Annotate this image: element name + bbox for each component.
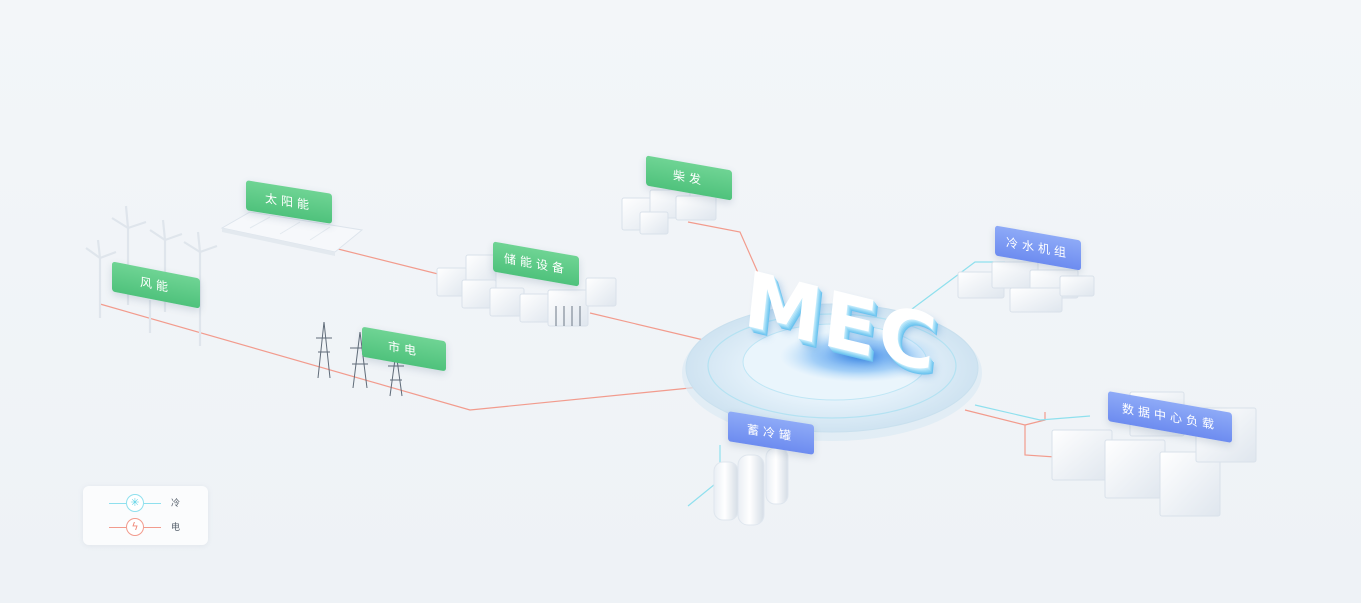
- storage-containers: [436, 254, 617, 327]
- diesel-generators: [621, 189, 717, 235]
- line-diesel-to-mec: [687, 221, 771, 301]
- mec-platform: [682, 303, 982, 441]
- legend: ✳ 冷 ϟ 电: [83, 486, 208, 545]
- lightning-icon: ϟ: [126, 518, 144, 536]
- line-wind-to-mec: [99, 303, 701, 411]
- line-mec-to-datacenter: [964, 409, 1071, 459]
- datacenter-racks: [1051, 391, 1257, 517]
- chiller-units: [957, 261, 1095, 313]
- line-mec-to-datacenter-cold: [974, 404, 1091, 421]
- snowflake-icon: ✳: [126, 494, 144, 512]
- legend-cold-label: 冷: [171, 499, 181, 509]
- legend-electric-line-right: [144, 527, 161, 528]
- cold-storage-tanks: [713, 447, 789, 526]
- legend-electric-line-left: [109, 527, 126, 528]
- transmission-towers: [316, 321, 404, 397]
- solar-panels: [220, 211, 364, 256]
- electric-lines: [99, 221, 1071, 459]
- legend-cold-line-right: [144, 503, 161, 504]
- legend-cold-line-left: [109, 503, 126, 504]
- legend-electric: ϟ 电: [83, 517, 208, 537]
- line-storage-to-mec: [589, 312, 713, 343]
- legend-electric-label: 电: [171, 523, 181, 533]
- legend-cold: ✳ 冷: [83, 493, 208, 513]
